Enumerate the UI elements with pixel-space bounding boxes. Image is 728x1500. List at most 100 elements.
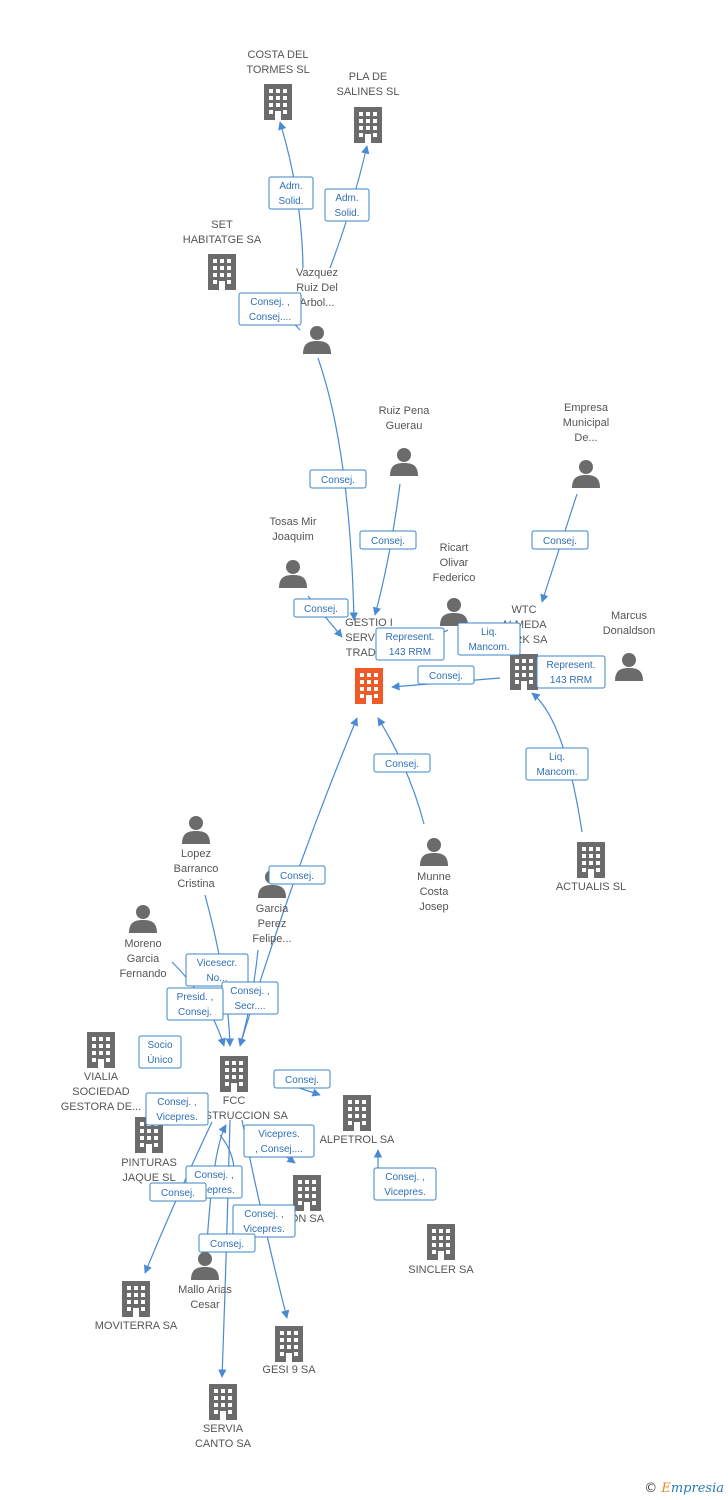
node-label: Moreno (124, 938, 161, 950)
edge-label-text: Consej. , (194, 1170, 233, 1181)
edge-label-text: Vicepres. (258, 1129, 300, 1140)
node-label: Cesar (190, 1299, 220, 1311)
copyright-symbol: © (644, 1481, 658, 1496)
edge-label[interactable]: Consej. ,Secr.... (221, 981, 279, 1015)
copyright-footer: © Empresia (644, 1481, 724, 1496)
edge-label-text: Consej. (304, 604, 338, 615)
edge-label[interactable]: Consej. ,Vicepres. (145, 1092, 209, 1126)
edge-label-box (166, 987, 224, 1021)
edge-label[interactable]: Adm.Solid. (268, 176, 314, 210)
building-icon (510, 654, 538, 690)
node-anon[interactable]: ON SA (290, 1175, 325, 1225)
person-icon (191, 1252, 219, 1280)
edge-label-text: Mancom. (536, 767, 577, 778)
edge-label-box (373, 1167, 437, 1201)
node-empresa[interactable]: EmpresaMunicipalDe... (563, 402, 609, 488)
node-label: Tosas Mir (269, 516, 316, 528)
edge-label[interactable]: Consej. (417, 665, 475, 685)
edge-label[interactable]: Consej. (268, 865, 326, 885)
edge-label[interactable]: Consej. (373, 753, 431, 773)
node-label: ACTUALIS SL (556, 881, 626, 893)
brand-logo[interactable]: Empresia (661, 1481, 724, 1496)
edge-label[interactable]: Represent.143 RRM (536, 655, 606, 689)
edge-label[interactable]: Consej. ,Consej.... (238, 292, 302, 326)
edge-label-text: Consej. (385, 759, 419, 770)
edge-label[interactable]: Liq.Mancom. (457, 622, 521, 656)
edge-label[interactable]: Vicesecr. No... (185, 953, 249, 987)
edge-label[interactable]: Consej. (309, 469, 367, 489)
node-moviterra[interactable]: MOVITERRA SA (95, 1281, 178, 1332)
edge-label-text: 143 RRM (550, 675, 592, 686)
edge-label-text: 143 RRM (389, 647, 431, 658)
edge-label-box (145, 1092, 209, 1126)
edge-label[interactable]: Consej. (273, 1069, 331, 1089)
node-alpetrol[interactable]: ALPETROL SA (320, 1095, 395, 1146)
node-label: Munne (417, 871, 451, 883)
person-icon (182, 816, 210, 844)
edge-label-text: Vicepres. (384, 1187, 426, 1198)
edge-label[interactable]: Consej. (359, 530, 417, 550)
person-icon (390, 448, 418, 476)
edge-label-box (531, 530, 589, 550)
node-gesi9[interactable]: GESI 9 SA (262, 1326, 316, 1376)
node-label: WTC (511, 604, 536, 616)
node-actualis[interactable]: ACTUALIS SL (556, 842, 626, 893)
node-costa[interactable]: COSTA DEL TORMES SL (246, 49, 310, 120)
edge-label[interactable]: Consej. (531, 530, 589, 550)
node-label: TORMES SL (246, 64, 309, 76)
person-icon (440, 598, 468, 626)
node-label: COSTA DEL (248, 49, 309, 61)
node-label: VIALIA (84, 1071, 119, 1083)
edge-label[interactable]: Adm.Solid. (324, 188, 370, 222)
edge-labels: Adm.Solid. Adm.Solid. Consej. ,Consej.... C… (138, 176, 606, 1253)
edge-label-text: No... (206, 973, 227, 984)
edge-label[interactable]: Represent.143 RRM (375, 627, 445, 661)
edge-label[interactable]: Consej. (293, 598, 349, 618)
edge-label[interactable]: Consej. ,Vicepres. (373, 1167, 437, 1201)
edge-label-text: Consej. , (230, 986, 269, 997)
edge-label-box (232, 1204, 296, 1238)
edge-label-text: Vicepres. (243, 1224, 285, 1235)
node-label: ALPETROL SA (320, 1134, 395, 1146)
edge-label[interactable]: Presid. ,Consej. (166, 987, 224, 1021)
edge-label[interactable]: Vicepres., Consej.... (243, 1124, 315, 1158)
edge-label-text: Solid. (278, 196, 303, 207)
edge-label-text: Liq. (481, 627, 497, 638)
node-label: Ruiz Pena (379, 405, 431, 417)
node-label: Empresa (564, 402, 609, 414)
edge-label[interactable]: Consej. (149, 1182, 207, 1202)
edge-label-box (309, 469, 367, 489)
node-label: HABITATGE SA (183, 234, 262, 246)
node-label: Olivar (440, 557, 469, 569)
edge-label-box (268, 865, 326, 885)
edge-label-text: Vicesecr. (197, 958, 237, 969)
node-sincler[interactable]: SINCLER SA (408, 1224, 474, 1276)
node-label: GESTIO I (345, 617, 393, 629)
edge-label-box (457, 622, 521, 656)
edge-label-box (138, 1035, 182, 1069)
edge-label-box (525, 747, 589, 781)
node-garcia[interactable]: GarciaPerezFelipe... (252, 870, 292, 945)
node-label: Donaldson (603, 625, 656, 637)
edge-label-box (373, 753, 431, 773)
edge-label[interactable]: Consej. ,Vicepres. (232, 1204, 296, 1238)
edge-label[interactable]: Consej. (198, 1233, 256, 1253)
node-label: ON SA (290, 1213, 325, 1225)
edge-label[interactable]: Liq.Mancom. (525, 747, 589, 781)
edge-label-box (268, 176, 314, 210)
